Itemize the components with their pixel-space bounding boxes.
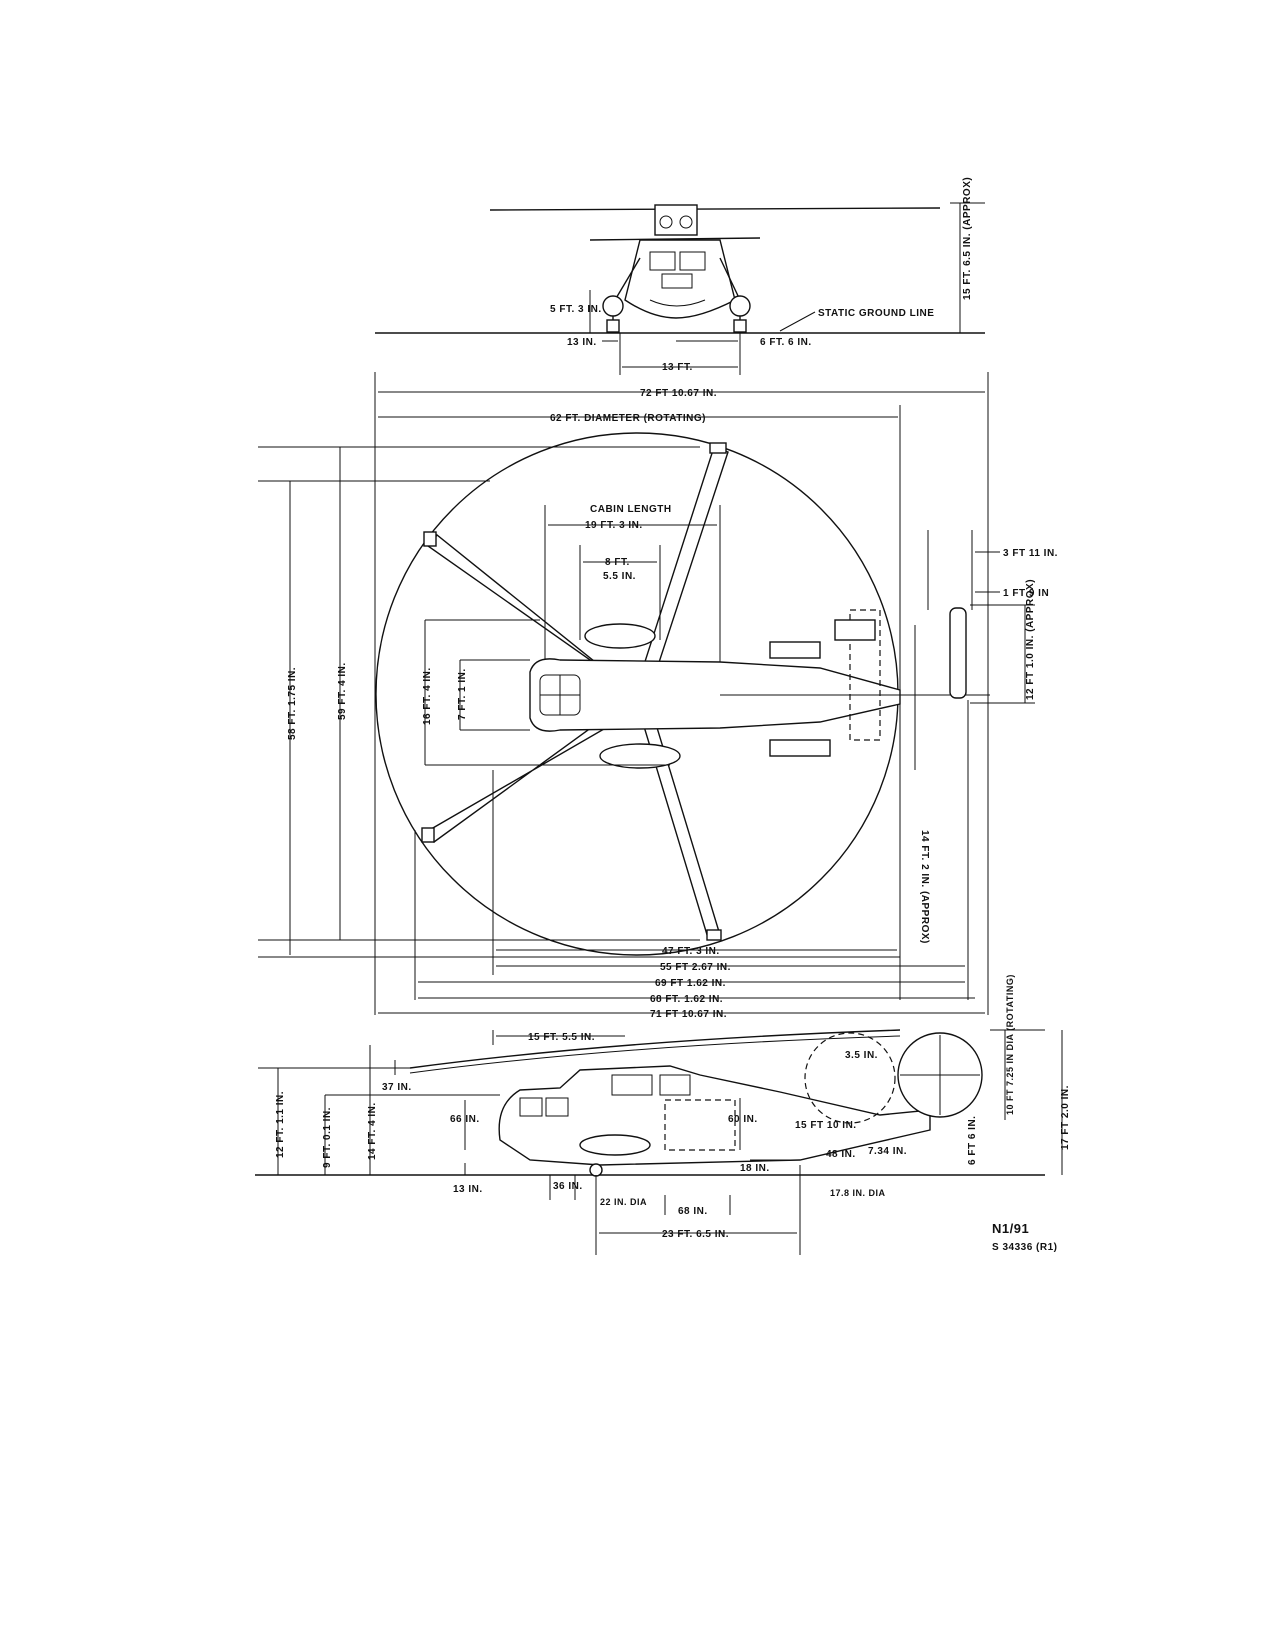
tail-rotor-dia-label: 10 FT 7.25 IN DIA (ROTATING) [1005, 974, 1015, 1115]
front-gear-offset-label: 6 FT. 6 IN. [760, 337, 812, 348]
side-view: 15 FT. 5.5 IN. 12 FT. 1.1 IN. 9 FT. 0.1 … [255, 974, 1071, 1255]
tail-offset-a-label: 3 FT 11 IN. [1003, 548, 1058, 559]
tail-48-label: 48 IN. [826, 1149, 856, 1160]
top-view: 72 FT 10.67 IN. 62 FT. DIAMETER (ROTATIN… [258, 372, 1058, 1020]
height-12-label: 12 FT. 1.1 IN. [275, 1091, 286, 1158]
fuselage-top [529, 607, 990, 769]
figure-id: N1/91 [992, 1221, 1029, 1236]
cabin-length-label: 19 FT. 3 IN. [585, 520, 643, 531]
front-view: STATIC GROUND LINE 15 FT. 6.5 IN. (APPRO… [375, 177, 985, 375]
tail-3-5-label: 3.5 IN. [845, 1050, 878, 1061]
ground-13-label: 13 IN. [453, 1184, 483, 1195]
front-tread-label: 13 FT. [662, 362, 693, 373]
length-71-label: 71 FT 10.67 IN. [650, 1009, 727, 1020]
tail-15ft-label: 15 FT 10 IN. [795, 1120, 857, 1131]
width-7-label: 7 FT. 1 IN. [457, 668, 468, 720]
reference-number: S 34336 (R1) [992, 1242, 1057, 1253]
rotor-diameter-label: 62 FT. DIAMETER (ROTATING) [550, 413, 706, 424]
height-17-label: 17 FT 2.0 IN. [1060, 1085, 1071, 1150]
section-5-5-label: 5.5 IN. [603, 571, 636, 582]
droop-label: 37 IN. [382, 1082, 412, 1093]
front-hub-height-label: 5 FT. 3 IN. [550, 304, 602, 315]
height-9-label: 9 FT. 0.1 IN. [322, 1107, 333, 1168]
tail-6ft-label: 6 FT 6 IN. [967, 1116, 978, 1165]
cabin-length-title: CABIN LENGTH [590, 504, 672, 515]
front-wheel-width-label: 13 IN. [567, 337, 597, 348]
tail-offset-b-label: 1 FT 9 IN [1003, 588, 1049, 599]
front-height-label: 15 FT. 6.5 IN. (APPROX) [962, 177, 973, 300]
wheel-dia-22-label: 22 IN. DIA [600, 1197, 647, 1207]
stab-span-label: 14 FT. 2 IN. (APPROX) [919, 830, 930, 944]
door-60-label: 60 IN. [728, 1114, 758, 1125]
length-68-label: 68 FT. 1.62 IN. [650, 994, 723, 1005]
width-59-label: 59 FT. 4 IN. [337, 662, 348, 720]
wheelbase-label: 23 FT. 6.5 IN. [662, 1229, 729, 1240]
length-69-label: 69 FT 1.62 IN. [655, 978, 726, 989]
figure-footer: N1/91 S 34336 (R1) [992, 1221, 1057, 1253]
tail-wheel-dia-label: 17.8 IN. DIA [830, 1188, 886, 1198]
section-8ft-label: 8 FT. [605, 557, 630, 568]
hub-position-label: 15 FT. 5.5 IN. [528, 1032, 595, 1043]
overall-length-label: 72 FT 10.67 IN. [640, 388, 717, 399]
door-66-label: 66 IN. [450, 1114, 480, 1125]
width-16-label: 16 FT. 4 IN. [422, 667, 433, 725]
static-ground-line-label: STATIC GROUND LINE [818, 308, 934, 319]
length-55-label: 55 FT 2.67 IN. [660, 962, 731, 973]
tail-18-label: 18 IN. [740, 1163, 770, 1174]
height-14-label: 14 FT. 4 IN. [367, 1102, 378, 1160]
span-68-label: 68 IN. [678, 1206, 708, 1217]
width-58-label: 58 FT. 1.75 IN. [287, 667, 298, 740]
wheel-36-label: 36 IN. [553, 1181, 583, 1192]
length-47-label: 47 FT. 3 IN. [662, 946, 720, 957]
tail-7-34-label: 7.34 IN. [868, 1146, 907, 1157]
tail-rotor-span-label: 12 FT 1.0 IN. (APPROX) [1025, 579, 1036, 700]
